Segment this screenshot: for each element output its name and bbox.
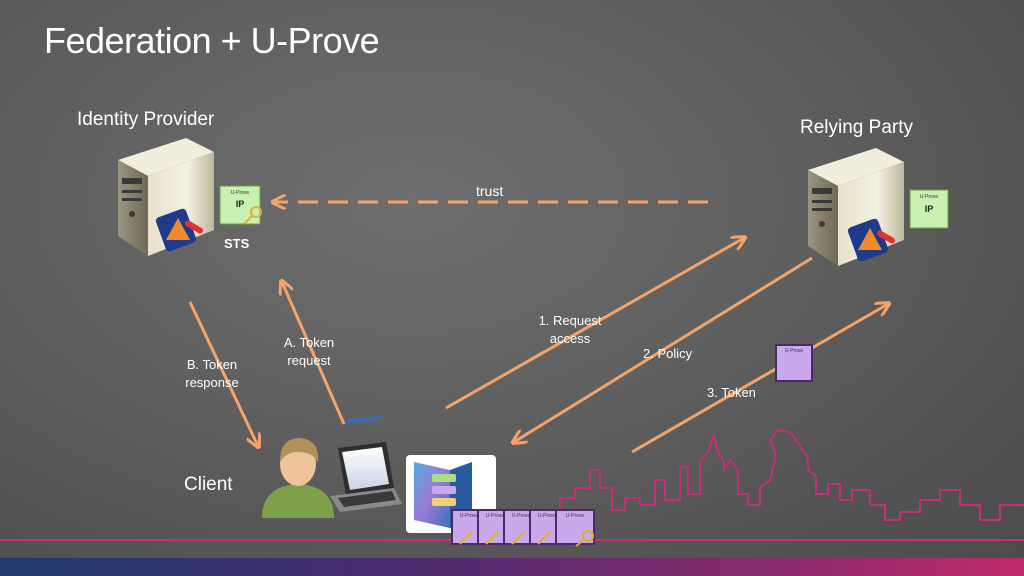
token-request-line1: A. Token [283, 335, 335, 350]
ip-card-header: U-Prove [231, 190, 250, 196]
token-label: 3. Token [707, 385, 756, 400]
sts-label: STS [224, 236, 250, 251]
policy-label: 2. Policy [643, 346, 693, 361]
laptop-icon [330, 415, 402, 512]
request-access-arrow [445, 238, 744, 410]
token-request-line2: request [287, 353, 331, 368]
request-access-line1: 1. Request [538, 313, 602, 328]
slide-title: Federation + U-Prove [44, 20, 380, 61]
token-response-line2: response [185, 375, 239, 390]
token-request-label: A. Token request [272, 334, 346, 370]
request-access-line2: access [549, 331, 591, 346]
token-card-icon: U-Prove [775, 344, 813, 382]
client-label: Client [184, 474, 233, 495]
token-stack: U-Prove U-Prove U-Prove U-Prove U-Prove [451, 509, 595, 547]
token-card-header: U-Prove [785, 348, 804, 354]
client-person-icon [262, 438, 334, 518]
relying-party-label: Relying Party [800, 117, 913, 138]
token-response-line1: B. Token [186, 357, 238, 372]
stack-token-4-header: U-Prove [538, 513, 557, 519]
rp-card-header: U-Prove [920, 194, 939, 200]
stack-token-2-header: U-Prove [486, 513, 505, 519]
policy-arrow [514, 256, 813, 442]
ip-card-label: IP [236, 199, 245, 209]
stack-token-3-header: U-Prove [512, 513, 531, 519]
relying-party-shield-icon [847, 218, 896, 262]
stack-token-1-header: U-Prove [460, 513, 479, 519]
city-skyline [0, 428, 1024, 541]
bottom-accent-bar [0, 558, 1024, 576]
stack-token-5-header: U-Prove [566, 513, 585, 519]
request-access-label: 1. Request access [530, 312, 610, 348]
identity-provider-label: Identity Provider [77, 109, 215, 130]
relying-party-ip-card-icon: U-Prove IP [909, 189, 949, 229]
token-arrow [631, 304, 888, 454]
token-response-label: B. Token response [174, 356, 250, 392]
ip-card-icon: U-Prove IP [219, 185, 262, 225]
stack-token-5: U-Prove [555, 509, 595, 547]
sts-shield-icon [155, 208, 204, 252]
rp-card-label: IP [925, 204, 934, 214]
token-response-arrow [188, 301, 258, 446]
token-request-arrow [282, 282, 346, 425]
trust-label: trust [476, 183, 504, 199]
